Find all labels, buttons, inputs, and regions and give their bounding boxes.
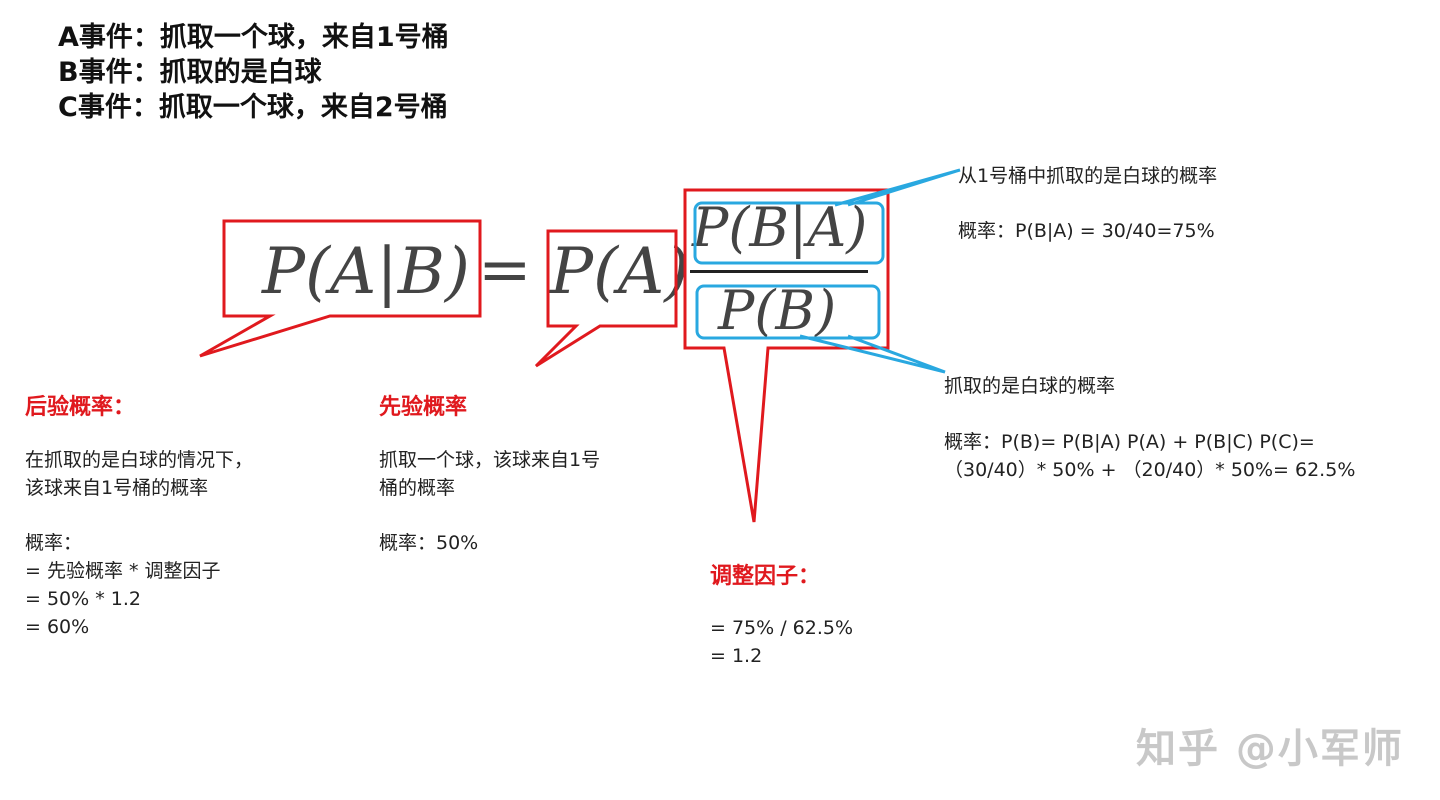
posterior-desc-line: 在抓取的是白球的情况下， — [25, 449, 254, 471]
denominator-box — [695, 284, 881, 340]
watermark: 知乎 @小军师 — [1136, 726, 1404, 772]
event-a: A事件：抓取一个球，来自1号桶 — [58, 22, 449, 53]
adjust-calculation: = 75% / 62.5% = 1.2 — [710, 614, 853, 670]
event-b: B事件：抓取的是白球 — [58, 57, 322, 88]
formula-lhs: P(A|B) — [262, 235, 470, 309]
posterior-calc-line: = 50% * 1.2 — [25, 588, 141, 610]
likelihood-pointer — [834, 168, 961, 207]
posterior-calc-line: = 60% — [25, 616, 90, 638]
evidence-calculation: 概率：P(B)= P(B|A) P(A) + P(B|C) P(C)= （30/… — [944, 428, 1355, 484]
fraction-line — [690, 270, 868, 273]
prior-desc-line: 抓取一个球，该球来自1号 — [379, 449, 601, 471]
prior-description: 抓取一个球，该球来自1号 桶的概率 — [379, 446, 600, 502]
prior-calculation: 概率：50% — [379, 532, 479, 554]
formula-prior: P(A) — [550, 235, 690, 309]
adjust-calc-line: = 1.2 — [710, 645, 763, 667]
prior-heading: 先验概率 — [379, 395, 468, 420]
posterior-heading: 后验概率： — [25, 395, 136, 420]
posterior-calc-line: 概率： — [25, 532, 83, 554]
evidence-calc-line: 概率：P(B)= P(B|A) P(A) + P(B|C) P(C)= — [944, 431, 1315, 453]
event-c: C事件：抓取一个球，来自2号桶 — [58, 92, 448, 123]
adjust-callout — [683, 188, 890, 523]
formula-numerator: P(B|A) — [692, 196, 868, 259]
formula-denominator: P(B) — [718, 279, 837, 342]
numerator-box — [693, 201, 885, 265]
evidence-description: 抓取的是白球的概率 — [944, 375, 1116, 397]
prior-callout — [534, 229, 678, 368]
posterior-calc-line: = 先验概率 * 调整因子 — [25, 560, 221, 582]
formula-equals: = — [478, 233, 532, 307]
event-definitions: A事件：抓取一个球，来自1号桶 B事件：抓取的是白球 C事件：抓取一个球，来自2… — [58, 20, 449, 125]
adjust-calc-line: = 75% / 62.5% — [710, 617, 854, 639]
evidence-calc-line: （30/40）* 50% + （20/40）* 50%= 62.5% — [944, 459, 1356, 481]
likelihood-calculation: 概率：P(B|A) = 30/40=75% — [958, 220, 1215, 242]
posterior-description: 在抓取的是白球的情况下， 该球来自1号桶的概率 — [25, 446, 253, 502]
evidence-pointer — [799, 334, 946, 374]
posterior-desc-line: 该球来自1号桶的概率 — [25, 477, 209, 499]
likelihood-description: 从1号桶中抓取的是白球的概率 — [958, 165, 1218, 187]
posterior-calculation: 概率： = 先验概率 * 调整因子 = 50% * 1.2 = 60% — [25, 529, 221, 641]
posterior-callout — [199, 219, 482, 358]
prior-desc-line: 桶的概率 — [379, 477, 456, 499]
adjust-heading: 调整因子： — [710, 564, 821, 589]
